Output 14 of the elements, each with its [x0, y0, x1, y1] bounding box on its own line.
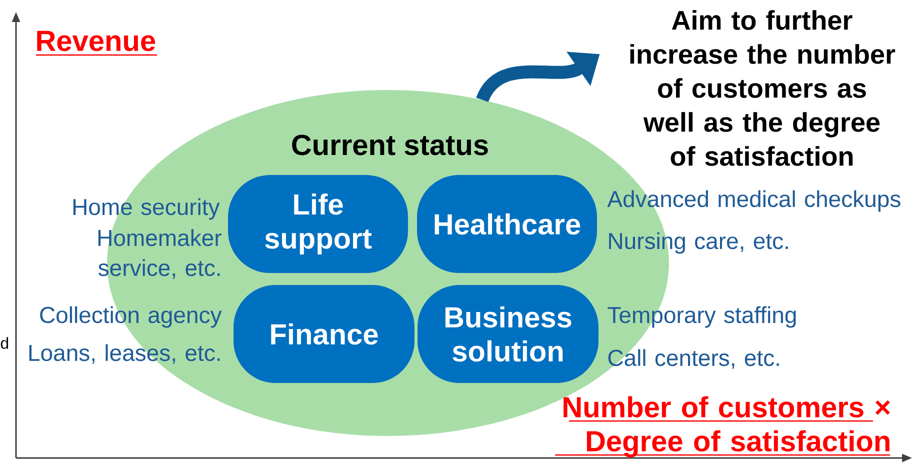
axis-label: Number of customers × Degree of satisfaction — [555, 396, 890, 458]
side-text: Advanced medical checkups — [607, 190, 900, 212]
cut-text: d — [0, 337, 8, 349]
business-box: Business solution — [418, 285, 598, 383]
side-text: Collection agency — [40, 306, 222, 328]
side-text: Home security — [73, 198, 220, 220]
side-text: Temporary staffing — [608, 306, 796, 328]
side-text: Call centers, etc. — [608, 349, 779, 369]
business-box: Finance — [234, 285, 414, 383]
goal-text: Aim to further increase the number of customers as well as the degree of satisfaction — [630, 10, 896, 166]
business-box: Healthcare — [417, 175, 597, 273]
axis-label: Revenue — [36, 30, 157, 56]
business-box: Life support — [228, 175, 408, 273]
side-text: Loans, leases, etc. — [29, 344, 220, 364]
